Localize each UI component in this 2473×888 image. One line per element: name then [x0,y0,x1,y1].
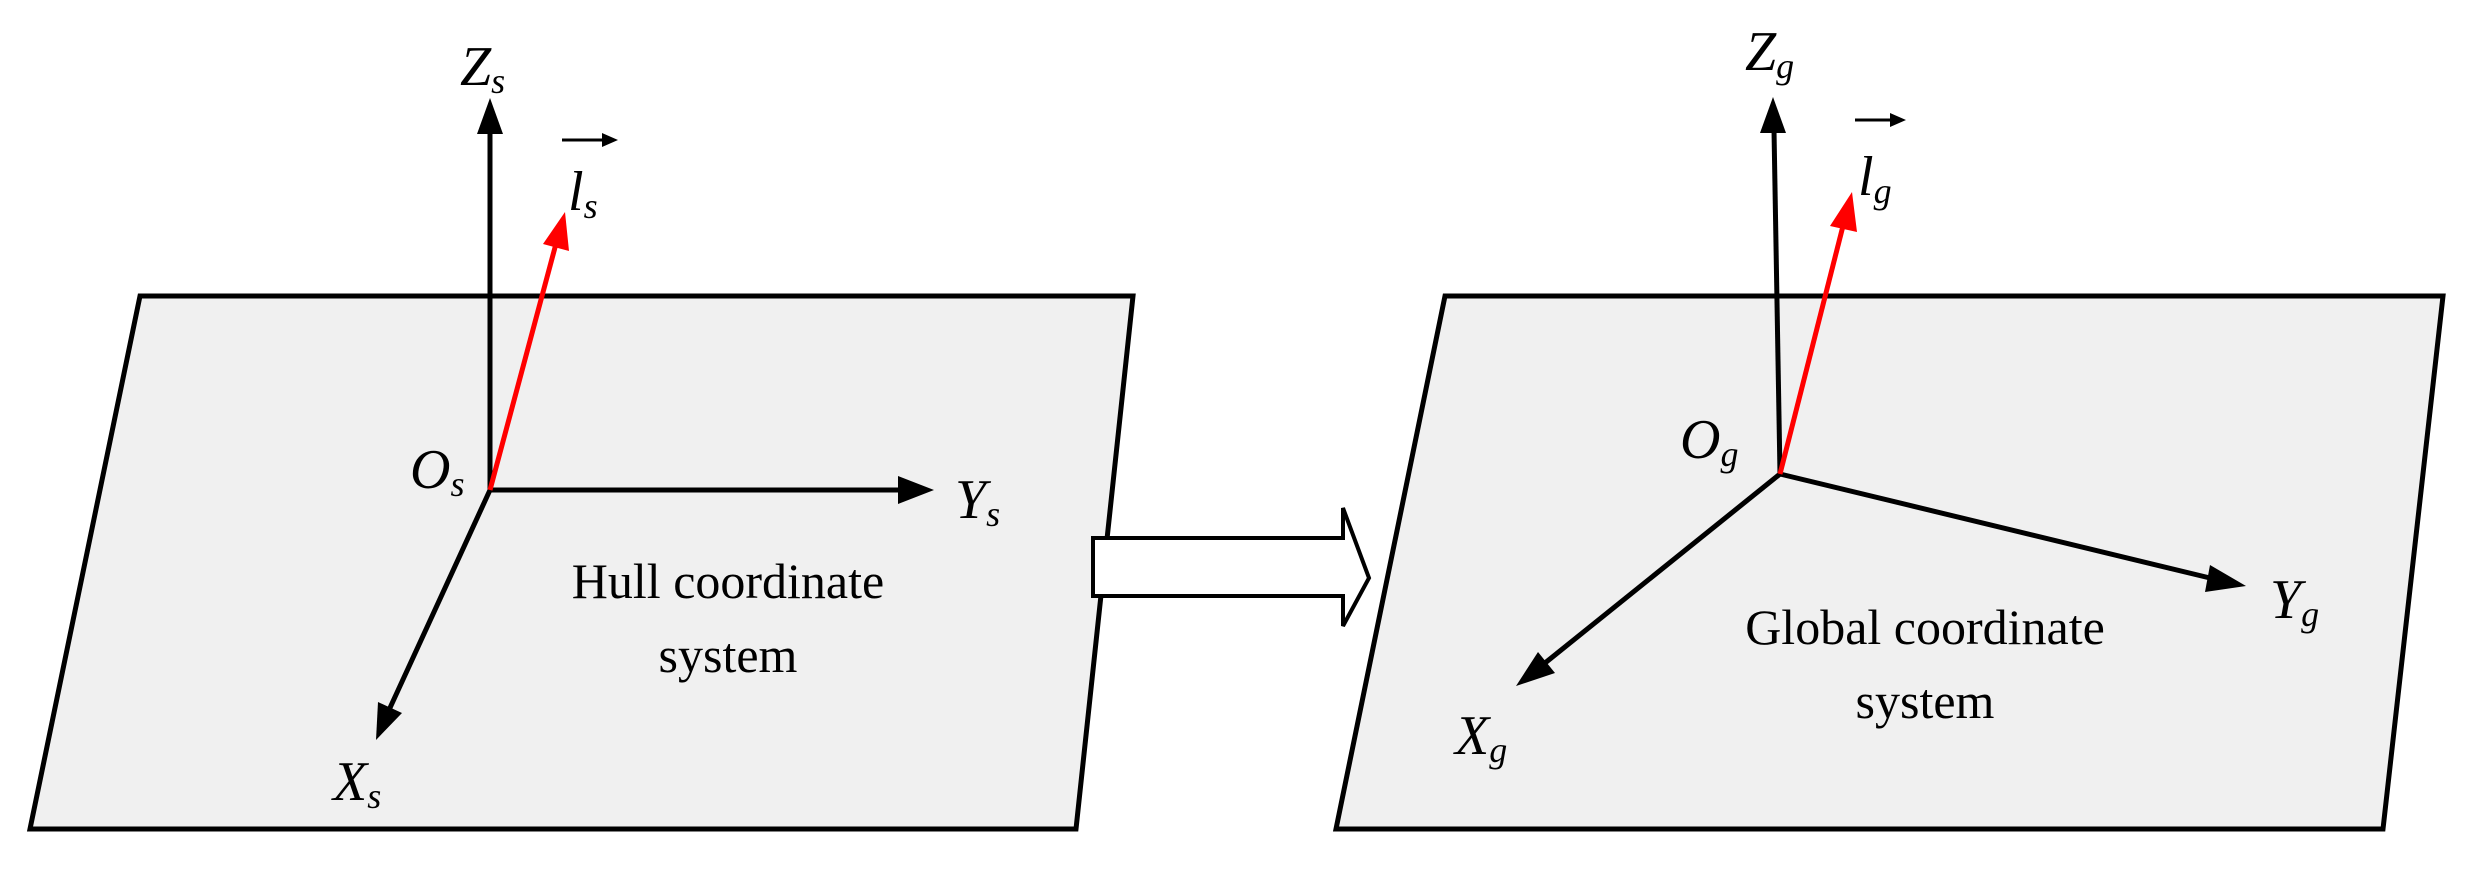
hull-vector-arrowhead [543,212,569,251]
global-coordinate-panel: Zg lg Og Yg Xg Global coordinate system [1332,21,2446,832]
hull-y-arrowhead [898,476,934,504]
global-x-arrowhead [1516,652,1555,686]
global-z-label: Zg [1745,21,1794,86]
global-z-axis [1771,129,1783,475]
hull-x-arrowhead [376,702,402,740]
global-x-axis [1543,472,1782,665]
hull-caption-line1: Hull coordinate [572,553,884,609]
hull-x-axis [386,488,493,712]
global-caption-line2: system [1856,673,1995,729]
global-x-label: Xg [1453,705,1507,770]
hull-y-label: Ys [955,469,1000,534]
hull-x-label: Xs [331,751,381,816]
global-origin-label: Og [1680,409,1738,474]
hull-vector-label: ls [568,161,598,226]
hull-coordinate-panel: Zs ls Os Ys Xs Hull coordinate system [26,36,1136,832]
hull-vector-overarrow-head [602,133,618,147]
global-vector-label: lg [1858,146,1892,211]
global-z-arrowhead [1760,97,1786,133]
global-plane [1332,293,2446,832]
hull-caption-line2: system [659,627,798,683]
global-y-arrowhead [2205,565,2246,592]
hull-origin-label: Os [410,439,464,504]
hull-plane [26,293,1136,832]
right-block-arrow-icon [1091,507,1372,627]
global-caption-line1: Global coordinate [1745,599,2105,655]
hull-z-arrowhead [477,98,503,134]
hull-z-label: Zs [460,36,505,101]
global-direction-vector [1777,221,1847,475]
global-y-label: Yg [2270,569,2319,634]
global-y-axis [1779,471,2211,581]
global-vector-arrowhead [1830,192,1857,232]
hull-direction-vector [487,239,560,491]
global-vector-overarrow-head [1890,113,1906,127]
